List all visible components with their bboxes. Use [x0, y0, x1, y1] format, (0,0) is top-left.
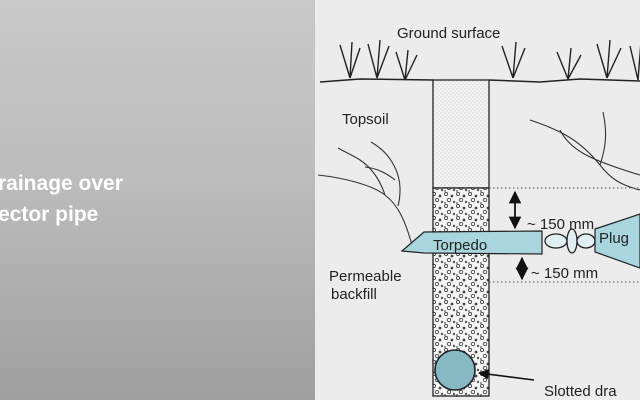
caption-line-2: ector pipe [0, 203, 99, 226]
plug-label: Plug [599, 230, 629, 247]
backfill-label-line1: Permeable [329, 268, 402, 285]
slotted-drain-label: Slotted dra [544, 383, 617, 400]
slotted-drain-pipe [434, 349, 476, 391]
lower-dimension-label: ~ 150 mm [531, 265, 598, 282]
topsoil-label: Topsoil [342, 111, 389, 128]
torpedo-label: Torpedo [433, 237, 487, 254]
caption-line-1: rainage over [0, 172, 123, 195]
grass-tufts [339, 39, 640, 81]
trench-topsoil [432, 79, 490, 189]
ground-line [319, 78, 640, 83]
reference-lines [489, 187, 640, 283]
title-caption: rainage over ector pipe [0, 168, 123, 230]
chain-links [544, 228, 596, 254]
torpedo [400, 230, 543, 255]
drain-pointer [477, 368, 535, 381]
roots [317, 111, 640, 246]
plug [594, 213, 640, 269]
backfill-label-line2: backfill [331, 286, 377, 303]
ground-surface-label: Ground surface [397, 25, 500, 42]
upper-dimension-label: ~ 150 mm [527, 216, 594, 233]
